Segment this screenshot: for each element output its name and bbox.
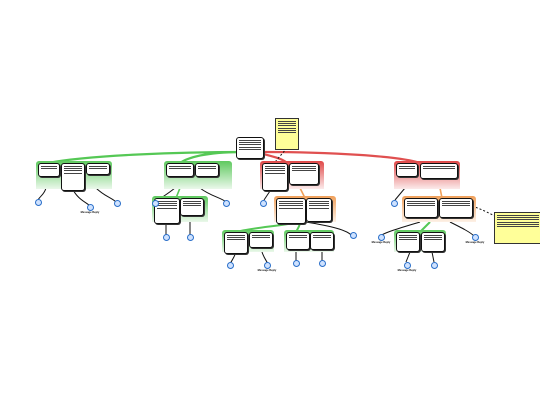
premise-box[interactable] bbox=[396, 232, 420, 252]
message-node[interactable]: Message Reply bbox=[80, 204, 100, 214]
premise-box[interactable] bbox=[249, 232, 273, 248]
premise-box[interactable] bbox=[166, 163, 194, 177]
message-node[interactable]: Message Reply bbox=[396, 262, 418, 272]
connector-red bbox=[261, 150, 421, 165]
person-icon bbox=[34, 199, 42, 206]
premise-box[interactable] bbox=[180, 198, 204, 216]
person-icon bbox=[259, 200, 267, 207]
rebuttal-box[interactable] bbox=[439, 198, 473, 218]
message-node[interactable] bbox=[426, 262, 442, 269]
premise-box[interactable] bbox=[421, 232, 445, 252]
message-label: Message Reply bbox=[371, 241, 391, 244]
objection-box[interactable] bbox=[262, 163, 288, 191]
message-node[interactable] bbox=[256, 200, 270, 207]
message-node[interactable] bbox=[182, 234, 198, 241]
person-icon bbox=[403, 262, 411, 269]
premise-box[interactable] bbox=[286, 232, 310, 250]
person-icon bbox=[263, 262, 271, 269]
person-icon bbox=[226, 262, 234, 269]
message-node[interactable] bbox=[314, 260, 330, 267]
person-icon bbox=[471, 234, 479, 241]
message-node[interactable] bbox=[386, 200, 402, 207]
message-node[interactable] bbox=[344, 232, 362, 239]
person-icon bbox=[430, 262, 438, 269]
premise-box[interactable] bbox=[310, 232, 334, 250]
person-icon bbox=[377, 234, 385, 241]
root-claim-box[interactable] bbox=[236, 137, 264, 159]
message-label: Message Reply bbox=[257, 269, 277, 272]
person-icon bbox=[292, 260, 300, 267]
premise-box[interactable] bbox=[224, 232, 248, 254]
message-label: Message Reply bbox=[465, 241, 485, 244]
message-node[interactable] bbox=[222, 262, 238, 269]
message-node[interactable] bbox=[158, 234, 174, 241]
person-icon bbox=[390, 200, 398, 207]
message-node[interactable]: Message Reply bbox=[256, 262, 278, 272]
person-icon bbox=[113, 200, 121, 207]
root-note[interactable] bbox=[275, 118, 299, 150]
objection-box[interactable] bbox=[420, 163, 458, 179]
person-icon bbox=[349, 232, 357, 239]
premise-box[interactable] bbox=[61, 163, 85, 191]
message-label: Message Reply bbox=[80, 211, 100, 214]
person-icon bbox=[162, 234, 170, 241]
person-icon bbox=[318, 260, 326, 267]
message-node[interactable] bbox=[148, 200, 162, 207]
person-icon bbox=[222, 200, 230, 207]
note-connector bbox=[274, 147, 288, 163]
rebuttal-box[interactable] bbox=[306, 198, 332, 222]
message-node[interactable] bbox=[108, 200, 126, 207]
person-icon bbox=[151, 200, 159, 207]
person-icon bbox=[186, 234, 194, 241]
person-icon bbox=[86, 204, 94, 211]
message-node[interactable] bbox=[288, 260, 304, 267]
rebuttal-box[interactable] bbox=[276, 198, 306, 224]
premise-box[interactable] bbox=[86, 163, 110, 175]
side-note[interactable] bbox=[494, 212, 540, 244]
premise-box[interactable] bbox=[195, 163, 219, 177]
message-node[interactable]: Message Reply bbox=[464, 234, 486, 244]
rebuttal-box[interactable] bbox=[404, 198, 438, 218]
message-node[interactable] bbox=[30, 199, 46, 206]
message-node[interactable] bbox=[218, 200, 234, 207]
objection-box[interactable] bbox=[396, 163, 418, 177]
objection-box[interactable] bbox=[289, 163, 319, 185]
message-node[interactable]: Message Reply bbox=[370, 234, 392, 244]
premise-box[interactable] bbox=[38, 163, 60, 177]
message-label: Message Reply bbox=[397, 269, 417, 272]
